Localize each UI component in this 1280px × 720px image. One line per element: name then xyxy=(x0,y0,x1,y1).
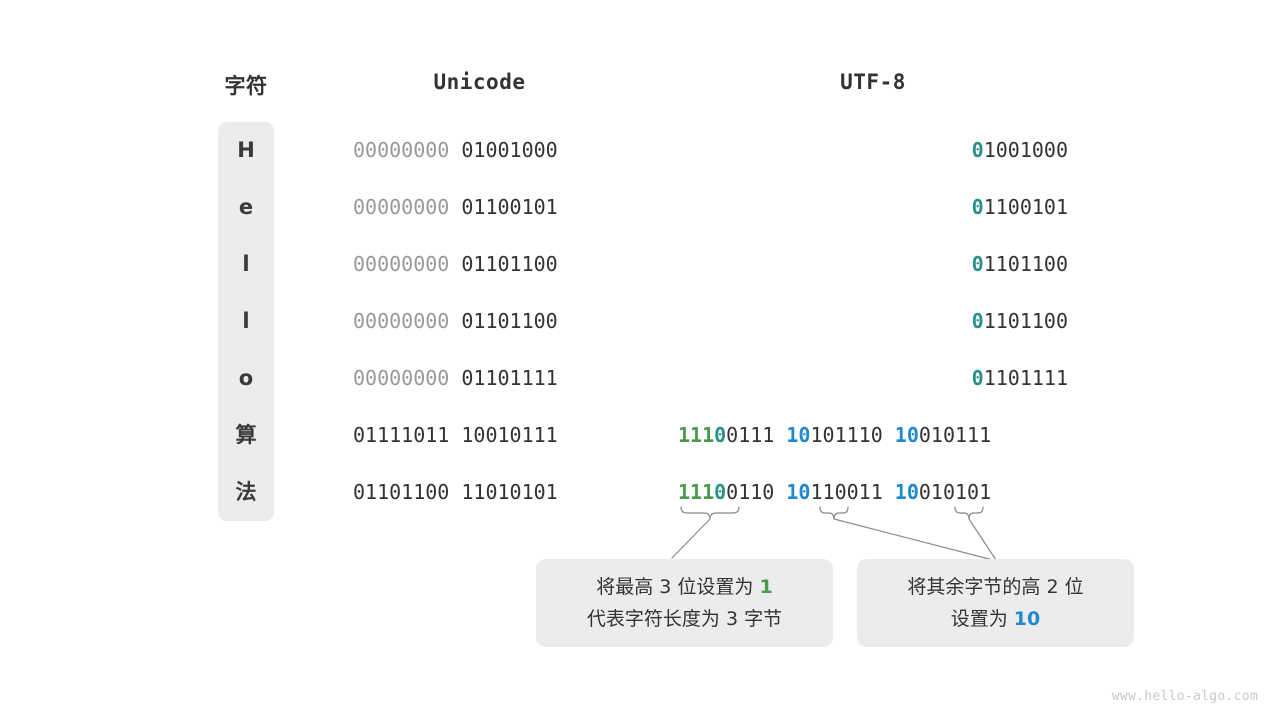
utf8-segment-blue: 10 xyxy=(786,480,811,504)
callout-left-line1-text: 将最高 3 位设置为 xyxy=(596,576,760,598)
utf8-segment-green: 111 xyxy=(678,423,715,447)
unicode-byte-1: 01101100 xyxy=(353,480,450,504)
utf8-segment-dark: 0111 xyxy=(726,423,787,447)
watermark: www.hello-algo.com xyxy=(1111,689,1258,704)
utf8-bits: 11100110 10110011 10010101 xyxy=(678,464,991,521)
utf8-bits: 01101100 xyxy=(972,293,1068,350)
utf8-segment-dark: 101110 xyxy=(810,423,895,447)
utf8-segment-dark: 010101 xyxy=(918,480,992,504)
unicode-bits: 00000000 01101100 xyxy=(353,293,558,350)
unicode-bits: 01111011 10010111 xyxy=(353,407,558,464)
unicode-byte-1: 00000000 xyxy=(353,195,450,219)
leader-line-right xyxy=(968,518,997,561)
utf8-segment-dark: 1101111 xyxy=(983,366,1068,390)
utf8-segment-dark: 1101100 xyxy=(983,309,1068,333)
utf8-segment-teal: 0 xyxy=(971,138,984,162)
leader-line-mid xyxy=(833,518,994,561)
leader-line-left xyxy=(671,518,711,559)
callout-right-line1: 将其余字节的高 2 位 xyxy=(907,576,1084,598)
utf8-segment-teal: 0 xyxy=(714,480,727,504)
utf8-segment-blue: 10 xyxy=(894,423,919,447)
unicode-bits: 00000000 01100101 xyxy=(353,179,558,236)
column-header-unicode: Unicode xyxy=(433,70,526,94)
callout-right: 将其余字节的高 2 位 设置为 10 xyxy=(857,559,1134,647)
utf8-segment-dark: 1101100 xyxy=(983,252,1068,276)
byte-separator xyxy=(449,423,461,447)
unicode-byte-1: 00000000 xyxy=(353,309,450,333)
utf8-segment-green: 111 xyxy=(678,480,715,504)
utf8-segment-teal: 0 xyxy=(971,366,984,390)
unicode-bits: 00000000 01101100 xyxy=(353,236,558,293)
char-cell: o xyxy=(238,366,254,390)
callout-right-line2: 设置为 10 xyxy=(951,603,1041,635)
char-cell: e xyxy=(238,195,254,219)
utf8-bits: 11100111 10101110 10010111 xyxy=(678,407,991,464)
utf8-bits: 01101100 xyxy=(972,236,1068,293)
callout-left-highlight: 1 xyxy=(759,576,773,598)
unicode-bits: 00000000 01001000 xyxy=(353,122,558,179)
callout-left-line2: 代表字符长度为 3 字节 xyxy=(586,608,783,630)
callout-left-line1: 将最高 3 位设置为 1 xyxy=(596,571,772,603)
byte-separator xyxy=(449,480,461,504)
utf8-bits: 01001000 xyxy=(972,122,1068,179)
char-cell: 法 xyxy=(235,480,257,504)
utf8-segment-blue: 10 xyxy=(894,480,919,504)
column-header-utf8: UTF-8 xyxy=(840,70,906,94)
utf8-segment-teal: 0 xyxy=(971,195,984,219)
utf8-segment-teal: 0 xyxy=(971,309,984,333)
unicode-byte-2: 01001000 xyxy=(461,138,558,162)
unicode-byte-2: 10010111 xyxy=(461,423,558,447)
utf8-segment-blue: 10 xyxy=(786,423,811,447)
byte-separator xyxy=(449,138,461,162)
utf8-segment-dark: 1001000 xyxy=(983,138,1068,162)
unicode-byte-2: 01101111 xyxy=(461,366,558,390)
column-header-char: 字符 xyxy=(224,74,268,98)
byte-separator xyxy=(449,195,461,219)
utf8-segment-dark: 110011 xyxy=(810,480,895,504)
callout-left: 将最高 3 位设置为 1 代表字符长度为 3 字节 xyxy=(536,559,833,647)
unicode-byte-2: 01101100 xyxy=(461,309,558,333)
unicode-byte-2: 01101100 xyxy=(461,252,558,276)
byte-separator xyxy=(449,309,461,333)
unicode-byte-1: 00000000 xyxy=(353,252,450,276)
utf8-segment-teal: 0 xyxy=(714,423,727,447)
char-cell: l xyxy=(242,252,250,276)
unicode-byte-1: 01111011 xyxy=(353,423,450,447)
unicode-bits: 01101100 11010101 xyxy=(353,464,558,521)
char-cell: H xyxy=(237,138,255,162)
unicode-byte-2: 01100101 xyxy=(461,195,558,219)
callout-right-highlight: 10 xyxy=(1013,608,1041,630)
utf8-bits: 01100101 xyxy=(972,179,1068,236)
utf8-segment-dark: 010111 xyxy=(918,423,992,447)
unicode-bits: 00000000 01101111 xyxy=(353,350,558,407)
char-cell: 算 xyxy=(235,423,257,447)
utf8-bits: 01101111 xyxy=(972,350,1068,407)
utf8-segment-dark: 1100101 xyxy=(983,195,1068,219)
utf8-segment-dark: 0110 xyxy=(726,480,787,504)
unicode-byte-1: 00000000 xyxy=(353,366,450,390)
char-cell: l xyxy=(242,309,250,333)
char-column-box xyxy=(218,122,274,521)
callout-right-line2-text: 设置为 xyxy=(950,608,1014,630)
unicode-byte-2: 11010101 xyxy=(461,480,558,504)
byte-separator xyxy=(449,366,461,390)
unicode-byte-1: 00000000 xyxy=(353,138,450,162)
byte-separator xyxy=(449,252,461,276)
utf8-segment-teal: 0 xyxy=(971,252,984,276)
